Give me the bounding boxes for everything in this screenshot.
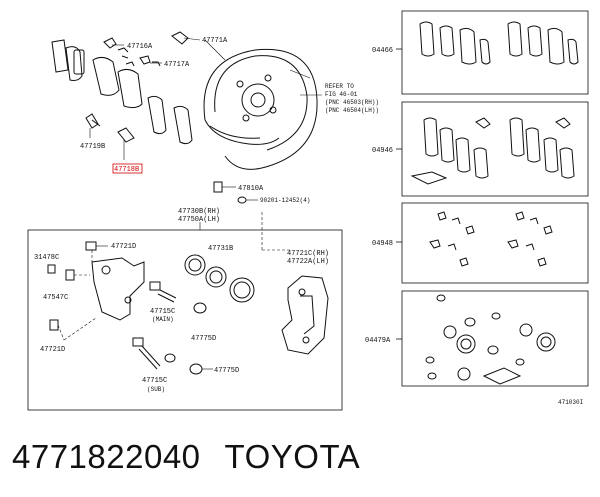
kit-04479A-seals [425,294,556,385]
label-fig: FIG 46-01 [325,91,358,98]
label-90201: 90201-12452(4) [260,197,310,204]
label-04948: 04948 [372,240,393,248]
bolt-and-washer [213,181,258,204]
brake-pad-group [51,31,193,145]
label-31478C: 31478C [34,254,59,262]
label-47731B: 47731B [208,245,233,253]
parts-diagram: 47716A 47771A 47717A REFER TO FIG 46-01 … [27,10,589,411]
label-47719B: 47719B [80,143,105,151]
label-04479A: 04479A [365,337,391,345]
part-number: 4771822040 [12,438,201,475]
backing-plate [203,39,318,170]
label-47721D-bottom: 47721D [40,346,65,354]
kit-04948-clips [429,211,553,267]
label-47730B: 47730B(RH) [178,208,220,216]
label-47717A: 47717A [164,61,190,69]
label-refer-to: REFER TO [325,83,354,90]
footer: 4771822040 TOYOTA [12,438,384,476]
label-47721D-top: 47721D [111,243,136,251]
kit-box-04479A [401,290,589,387]
kit-04946-parts [410,117,575,185]
label-pnc-rh: (PNC 46503(RH)) [325,99,379,106]
label-pnc-lh: (PNC 46504(LH)) [325,107,379,114]
label-47715C-sub: 47715C [142,377,167,385]
label-47775D-b: 47775D [214,367,239,375]
label-main: (MAIN) [152,316,174,323]
kit-04466-pads [419,21,579,65]
caliper-assembly-box [27,229,343,411]
leader-lines-top [89,37,201,160]
highlight-box [112,163,143,174]
label-47750A: 47750A(LH) [178,216,220,224]
label-47810A: 47810A [238,185,264,193]
kit-boxes [396,10,589,387]
label-47715C-main: 47715C [150,308,175,316]
label-47722A: 47722A(LH) [287,258,329,266]
dashed-leaders [261,212,290,251]
label-47721C: 47721C(RH) [287,250,329,258]
caliper-parts [47,241,329,375]
brand-name: TOYOTA [224,438,361,475]
kit-box-04946 [401,101,589,197]
figure-code: 471030I [558,399,583,406]
label-sub: (SUB) [147,386,165,393]
label-47716A: 47716A [127,43,153,51]
label-47547C: 47547C [43,294,68,302]
label-47775D-a: 47775D [191,335,216,343]
label-04946: 04946 [372,147,393,155]
label-04466: 04466 [372,47,393,55]
label-47718B-highlighted[interactable]: 47718B [114,166,139,174]
label-47771A: 47771A [202,37,228,45]
kit-box-04948 [401,202,589,284]
kit-box-04466 [401,10,589,95]
